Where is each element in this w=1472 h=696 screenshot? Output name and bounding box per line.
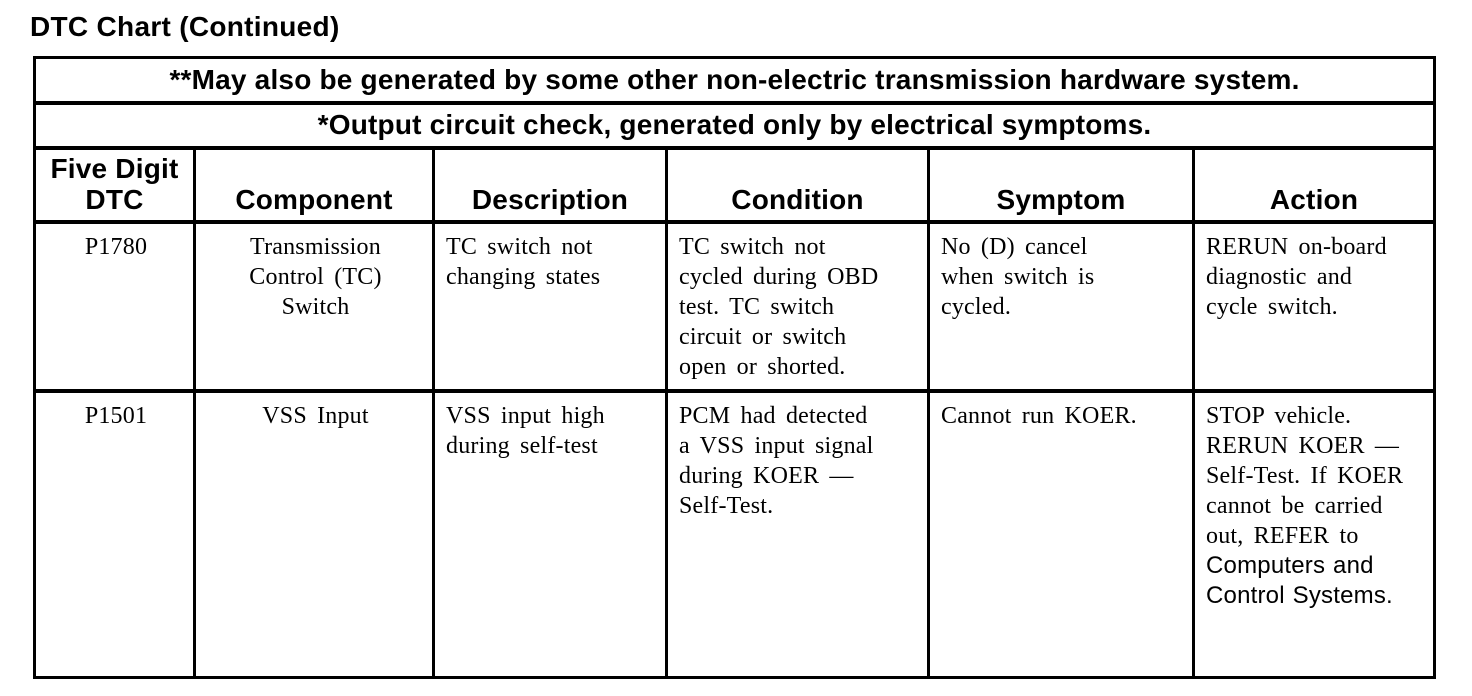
note-output-circuit: *Output circuit check, generated only by… [32, 101, 1437, 150]
cell-description: VSS input high during self-test [432, 389, 668, 679]
cell-dtc: P1501 [33, 389, 196, 679]
cell-component: VSS Input [193, 389, 435, 679]
col-header-description: Description [432, 146, 668, 224]
cell-condition: PCM had detected a VSS input signal duri… [665, 389, 930, 679]
col-header-action: Action [1191, 146, 1437, 224]
cell-action: STOP vehicle. RERUN KOER — Self-Test. If… [1191, 389, 1437, 679]
action-text: STOP vehicle. RERUN KOER — Self-Test. If… [1206, 402, 1404, 549]
cell-component: Transmission Control (TC) Switch [193, 220, 435, 393]
page-title: DTC Chart (Continued) [30, 11, 340, 42]
dtc-table: **May also be generated by some other no… [32, 56, 1437, 679]
cell-description: TC switch not changing states [432, 220, 668, 393]
col-header-component: Component [193, 146, 435, 224]
table-header-row: Five Digit DTC Component Description Con… [33, 146, 1437, 224]
cell-dtc: P1780 [33, 220, 196, 393]
action-cross-reference: Computers and Control Systems. [1206, 551, 1393, 609]
action-text: RERUN on-board diagnostic and cycle swit… [1206, 233, 1387, 320]
table-row-p1780: P1780 Transmission Control (TC) Switch T… [33, 220, 1437, 393]
table-note-row-secondary: **May also be generated by some other no… [32, 56, 1437, 105]
col-header-five-digit-dtc: Five Digit DTC [33, 146, 196, 224]
cell-symptom: No (D) cancel when switch is cycled. [927, 220, 1195, 393]
table-row-p1501: P1501 VSS Input VSS input high during se… [33, 389, 1437, 679]
cell-action: RERUN on-board diagnostic and cycle swit… [1191, 220, 1437, 393]
note-non-electric: **May also be generated by some other no… [32, 56, 1437, 105]
col-header-symptom: Symptom [927, 146, 1195, 224]
cell-condition: TC switch not cycled during OBD test. TC… [665, 220, 930, 393]
cell-symptom: Cannot run KOER. [927, 389, 1195, 679]
table-note-row-primary: *Output circuit check, generated only by… [32, 101, 1437, 150]
col-header-condition: Condition [665, 146, 930, 224]
